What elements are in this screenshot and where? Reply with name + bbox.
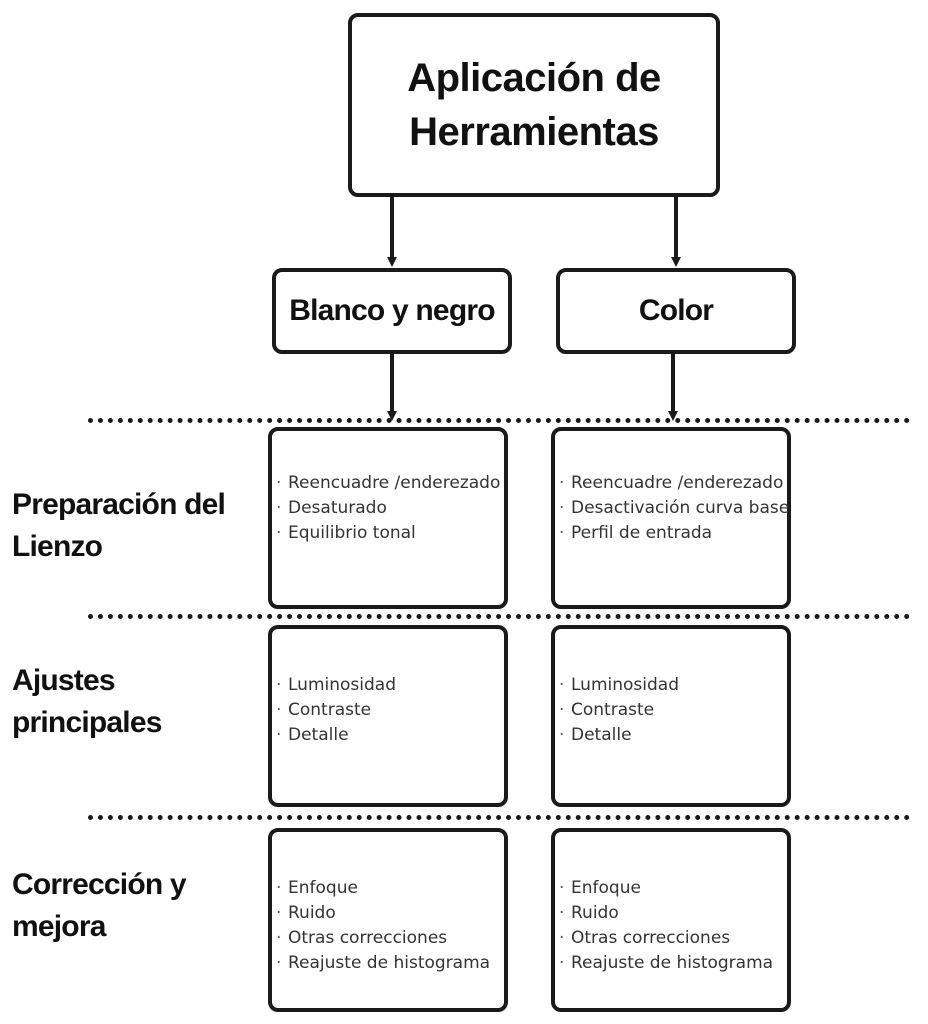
row-label-preparacion: Preparación del Lienzo [12, 488, 226, 563]
list-item: Desaturado [276, 496, 500, 521]
list-item: Reencuadre /enderezado [559, 471, 789, 496]
cell-ajustes-blanco-y-negro: Luminosidad Contraste Detalle [268, 625, 508, 807]
cell-correccion-blanco-y-negro: Enfoque Ruido Otras correcciones Reajust… [268, 828, 508, 1012]
row-label-ajustes: Ajustes principales [12, 664, 162, 739]
list-item: Reencuadre /enderezado [276, 471, 500, 496]
list-item: Equilibrio tonal [276, 521, 500, 546]
cell-preparacion-blanco-y-negro: Reencuadre /enderezado Desaturado Equili… [268, 427, 508, 609]
row-divider [88, 614, 910, 619]
row-label-correccion: Corrección y mejora [12, 868, 187, 943]
list-item: Contraste [559, 698, 679, 723]
list-item: Enfoque [276, 876, 490, 901]
list-item: Detalle [559, 723, 679, 748]
item-list: Luminosidad Contraste Detalle [276, 673, 396, 748]
item-list: Enfoque Ruido Otras correcciones Reajust… [559, 876, 773, 976]
list-item: Otras correcciones [276, 926, 490, 951]
list-item: Reajuste de histograma [276, 951, 490, 976]
list-item: Perfil de entrada [559, 521, 789, 546]
row-divider [88, 815, 910, 820]
cell-correccion-color: Enfoque Ruido Otras correcciones Reajust… [551, 828, 791, 1012]
item-list: Enfoque Ruido Otras correcciones Reajust… [276, 876, 490, 976]
column-header-blanco-y-negro: Blanco y negro [272, 268, 512, 354]
title-box: Aplicación de Herramientas [348, 13, 720, 197]
row-divider [88, 418, 910, 423]
item-list: Luminosidad Contraste Detalle [559, 673, 679, 748]
cell-preparacion-color: Reencuadre /enderezado Desactivación cur… [551, 427, 791, 609]
list-item: Ruido [276, 901, 490, 926]
list-item: Ruido [559, 901, 773, 926]
column-header-label: Color [638, 294, 714, 327]
item-list: Reencuadre /enderezado Desactivación cur… [559, 471, 789, 546]
column-header-label: Blanco y negro [289, 294, 495, 327]
list-item: Contraste [276, 698, 396, 723]
list-item: Reajuste de histograma [559, 951, 773, 976]
list-item: Desactivación curva base [559, 496, 789, 521]
cell-ajustes-color: Luminosidad Contraste Detalle [551, 625, 791, 807]
list-item: Luminosidad [276, 673, 396, 698]
list-item: Enfoque [559, 876, 773, 901]
diagram-title: Aplicación de Herramientas [407, 56, 661, 154]
item-list: Reencuadre /enderezado Desaturado Equili… [276, 471, 500, 546]
list-item: Detalle [276, 723, 396, 748]
column-header-color: Color [556, 268, 796, 354]
list-item: Luminosidad [559, 673, 679, 698]
list-item: Otras correcciones [559, 926, 773, 951]
